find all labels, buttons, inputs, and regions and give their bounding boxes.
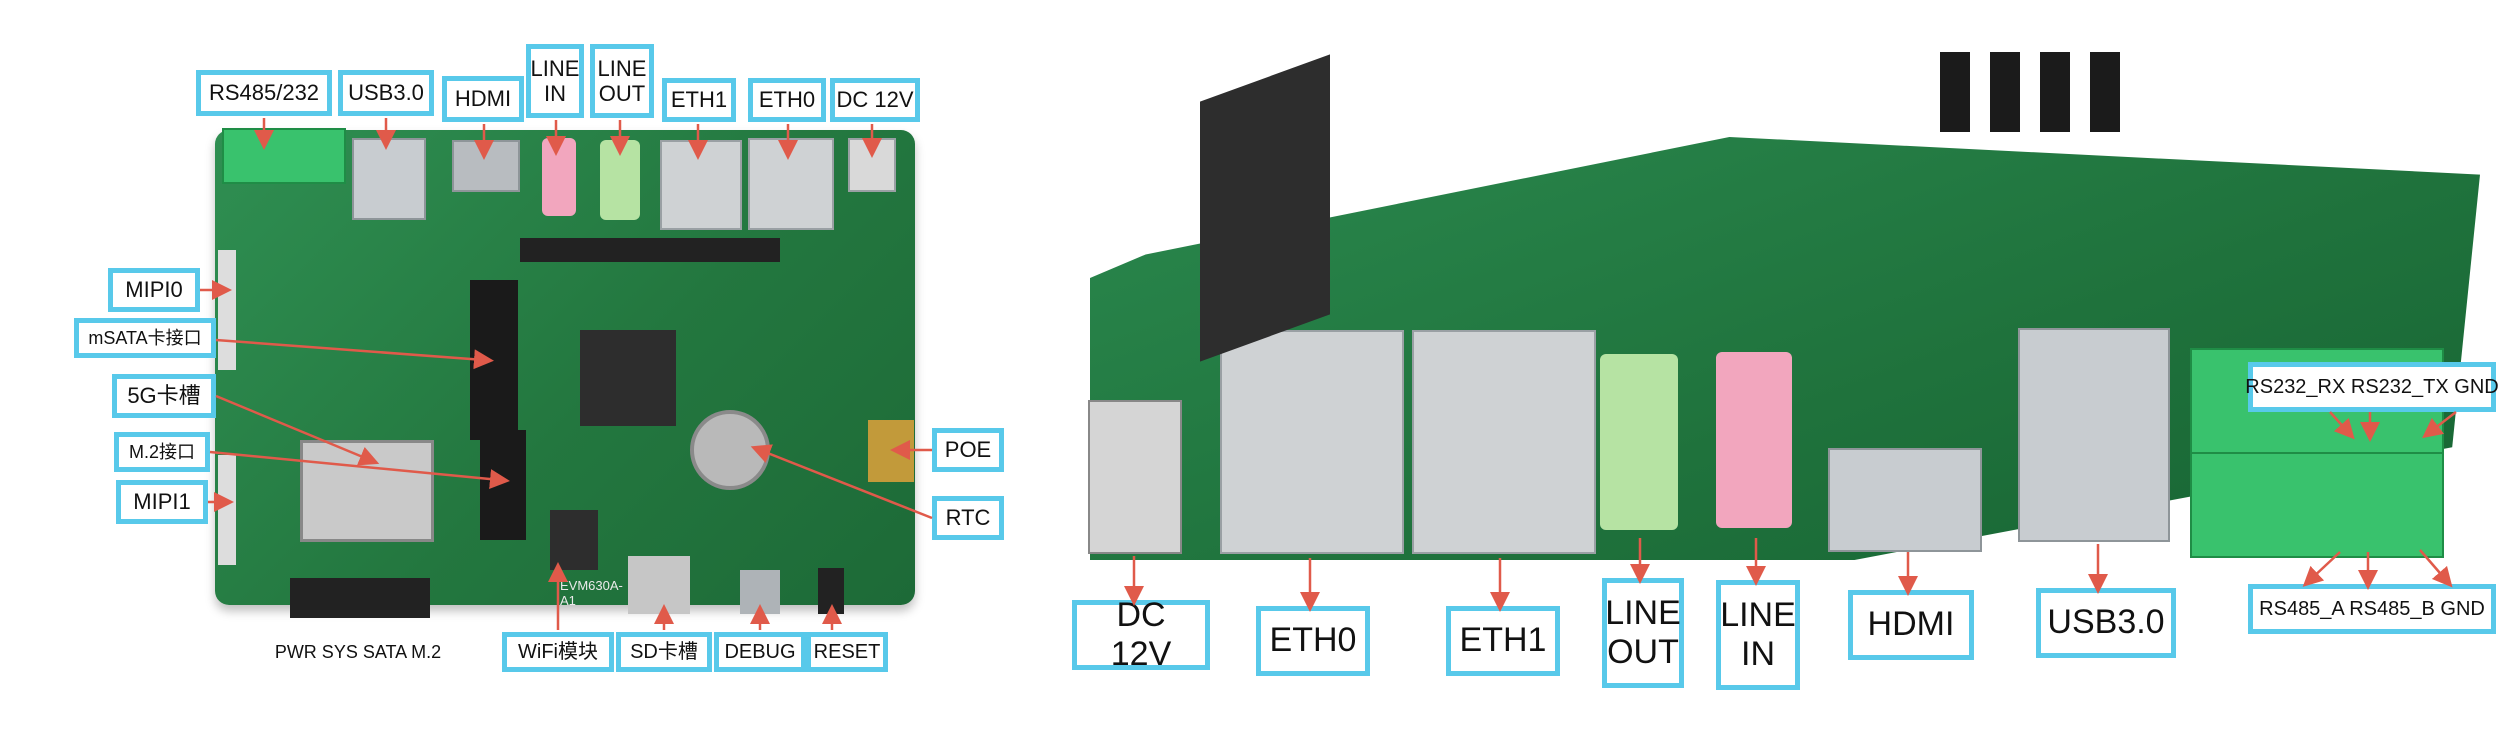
label-usb30-top: USB3.0 xyxy=(338,70,434,116)
label-poe: POE xyxy=(932,428,1004,472)
label-rtc: RTC xyxy=(932,496,1004,540)
eth1-jack-side xyxy=(1412,330,1596,554)
label-dc12v-top: DC 12V xyxy=(830,78,920,122)
label-eth0-side: ETH0 xyxy=(1256,606,1370,676)
label-usb30-side: USB3.0 xyxy=(2036,588,2176,658)
label-sd-slot: SD卡槽 xyxy=(616,632,712,672)
label-eth1-side: ETH1 xyxy=(1446,606,1560,676)
label-line-in-side: LINE IN xyxy=(1716,580,1800,690)
dc12v-barrel xyxy=(1088,400,1182,554)
label-wifi: WiFi模块 xyxy=(502,632,614,672)
label-5g-slot: 5G卡槽 xyxy=(112,374,216,418)
line-in-jack-side xyxy=(1716,352,1792,528)
dc12v-jack xyxy=(848,138,896,192)
silkscreen-model: EVM630A-A1 xyxy=(560,578,623,608)
label-debug: DEBUG xyxy=(714,632,806,672)
soc-chip xyxy=(580,330,676,426)
rs485-232-terminal xyxy=(222,128,346,184)
label-eth1-top: ETH1 xyxy=(662,78,736,122)
label-leds: PWR SYS SATA M.2 xyxy=(274,632,442,672)
label-reset: RESET xyxy=(806,632,888,672)
top-headers-side xyxy=(1940,52,2140,132)
label-line-out-top: LINE OUT xyxy=(590,44,654,118)
line-out-jack-side xyxy=(1600,354,1678,530)
label-hdmi-top: HDMI xyxy=(442,76,524,122)
usb30-port-side xyxy=(2018,328,2170,542)
usb30-port xyxy=(352,138,426,220)
label-m2: M.2接口 xyxy=(114,432,210,472)
label-line-in-top: LINE IN xyxy=(526,44,584,118)
eth0-jack-side xyxy=(1220,330,1404,554)
label-rs232-row: RS232_RX RS232_TX GND xyxy=(2245,362,2499,412)
hdmi-port-side xyxy=(1828,448,1982,552)
label-mipi1: MIPI1 xyxy=(116,480,208,524)
wifi-module xyxy=(550,510,598,570)
label-line-out-side: LINE OUT xyxy=(1602,578,1684,688)
black-header-row xyxy=(520,238,780,262)
label-msata: mSATA卡接口 xyxy=(74,318,216,358)
status-leds xyxy=(290,578,430,618)
rs485-terminal-side xyxy=(2190,452,2444,558)
label-mipi0: MIPI0 xyxy=(108,268,200,312)
label-eth0-top: ETH0 xyxy=(748,78,826,122)
label-dc12v-side: DC 12V xyxy=(1072,596,1210,673)
label-rs485-232: RS485/232 xyxy=(196,70,332,116)
